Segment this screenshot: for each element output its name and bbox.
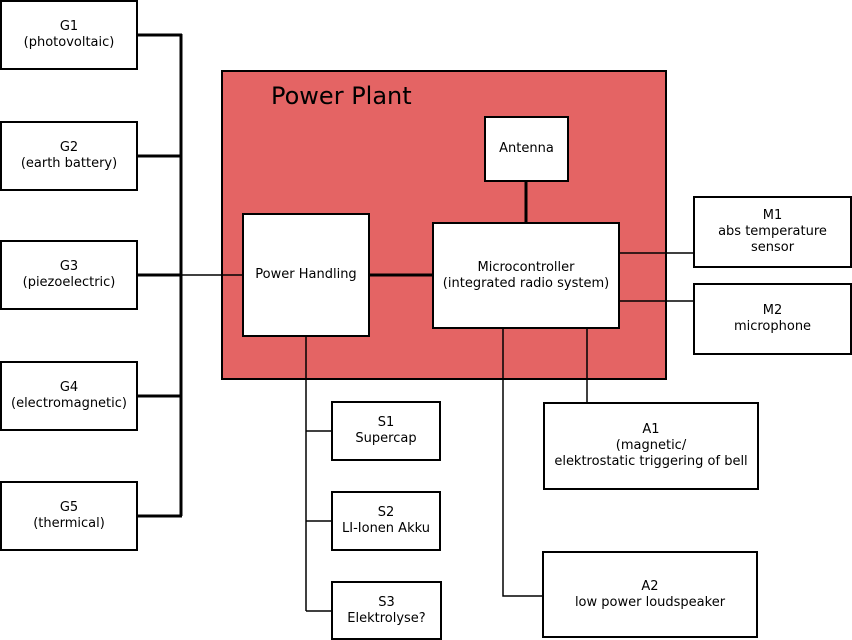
generator-desc: (electromagnetic)	[11, 396, 127, 411]
generator-g3[interactable]: G3 (piezoelectric)	[0, 240, 138, 310]
actuator-line2: elektrostatic triggering of bell	[554, 454, 748, 469]
storage-desc: Supercap	[355, 431, 417, 446]
sensor-name: M2	[762, 303, 783, 318]
sensor-line1: microphone	[733, 319, 812, 334]
antenna-box[interactable]: Antenna	[484, 116, 569, 182]
microcontroller-subtitle: (integrated radio system)	[442, 275, 610, 291]
power-plant-title: Power Plant	[271, 82, 412, 110]
power-plant-border	[221, 70, 667, 380]
storage-s2[interactable]: S2 LI-Ionen Akku	[331, 491, 441, 551]
sensor-m1[interactable]: M1 abs temperature sensor	[693, 196, 852, 268]
generator-name: G3	[59, 259, 79, 274]
generator-desc: (photovoltaic)	[23, 35, 115, 50]
generator-name: G1	[59, 19, 79, 34]
storage-name: S2	[377, 505, 395, 520]
generator-desc: (earth battery)	[20, 156, 118, 171]
generator-desc: (thermical)	[33, 516, 105, 531]
generator-g5[interactable]: G5 (thermical)	[0, 481, 138, 551]
generator-desc: (piezoelectric)	[22, 275, 116, 290]
antenna-label: Antenna	[499, 141, 554, 156]
sensor-line1: abs temperature	[718, 224, 827, 239]
storage-desc: LI-Ionen Akku	[342, 521, 430, 536]
generator-name: G4	[59, 380, 79, 395]
generator-g2[interactable]: G2 (earth battery)	[0, 121, 138, 191]
storage-s1[interactable]: S1 Supercap	[331, 401, 441, 461]
generator-g1[interactable]: G1 (photovoltaic)	[0, 0, 138, 70]
sensor-m2[interactable]: M2 microphone	[693, 283, 852, 355]
storage-name: S1	[377, 415, 395, 430]
generator-name: G2	[59, 140, 79, 155]
storage-name: S3	[378, 594, 395, 610]
actuator-a2[interactable]: A2 low power loudspeaker	[542, 551, 758, 638]
storage-desc: Elektrolyse?	[347, 610, 426, 626]
actuator-line1: (magnetic/	[615, 438, 687, 453]
actuator-line1: low power loudspeaker	[574, 594, 726, 610]
actuator-name: A2	[641, 578, 659, 594]
storage-s3[interactable]: S3 Elektrolyse?	[331, 581, 442, 640]
sensor-line2: sensor	[750, 240, 795, 255]
actuator-a1[interactable]: A1 (magnetic/ elektrostatic triggering o…	[543, 402, 759, 490]
microcontroller-title: Microcontroller	[477, 259, 575, 275]
generator-name: G5	[59, 500, 79, 515]
microcontroller-box[interactable]: Microcontroller (integrated radio system…	[432, 222, 620, 329]
power-handling-label: Power Handling	[255, 267, 357, 282]
power-handling-box[interactable]: Power Handling	[242, 213, 370, 337]
generator-g4[interactable]: G4 (electromagnetic)	[0, 361, 138, 431]
actuator-name: A1	[642, 422, 660, 437]
mc-to-a2	[502, 328, 544, 597]
sensor-name: M1	[762, 208, 783, 223]
